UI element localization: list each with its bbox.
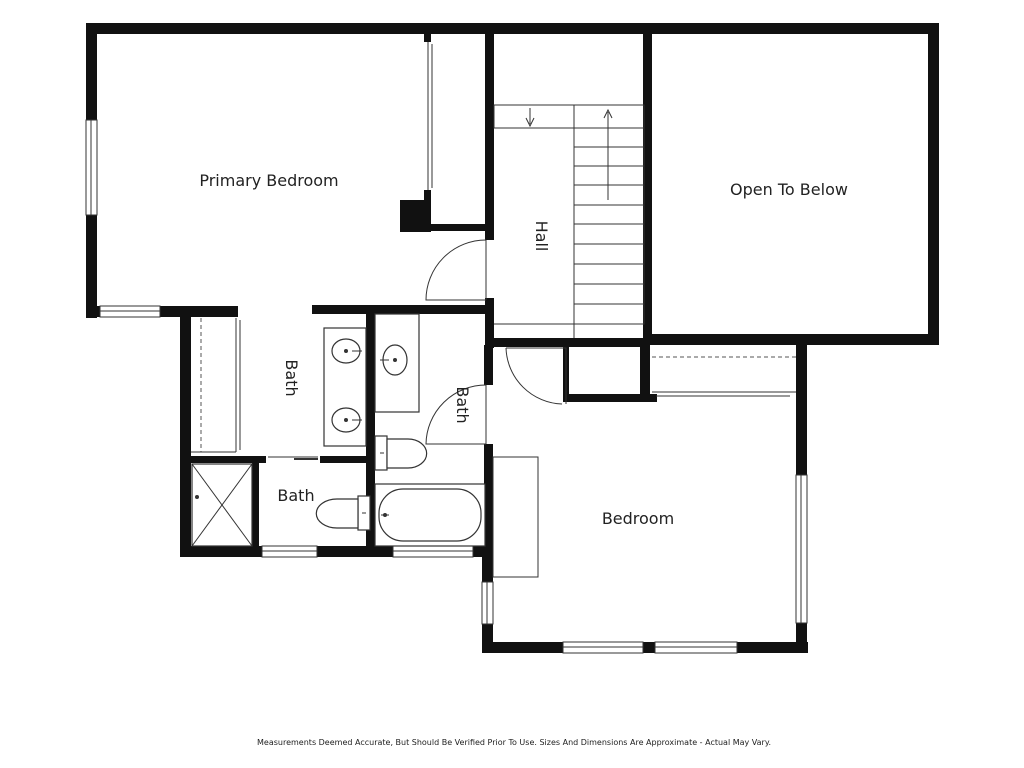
room-label-open-to-below: Open To Below [730, 180, 848, 199]
room-label-bath-hall: Bath [453, 386, 472, 423]
room-labels: Primary Bedroom Open To Below Hall Bath … [199, 171, 848, 528]
room-label-bath-toilet-room: Bath [277, 486, 314, 505]
stairs [493, 104, 645, 338]
room-label-primary-bedroom: Primary Bedroom [199, 171, 338, 190]
fixtures [191, 313, 486, 547]
walls [86, 23, 939, 653]
closets [191, 42, 796, 578]
room-label-hall: Hall [532, 221, 551, 252]
windows [85, 119, 808, 654]
doors [268, 239, 567, 460]
disclaimer-text: Measurements Deemed Accurate, But Should… [257, 738, 771, 747]
room-label-bedroom: Bedroom [602, 509, 674, 528]
room-label-bath-primary: Bath [282, 359, 301, 396]
